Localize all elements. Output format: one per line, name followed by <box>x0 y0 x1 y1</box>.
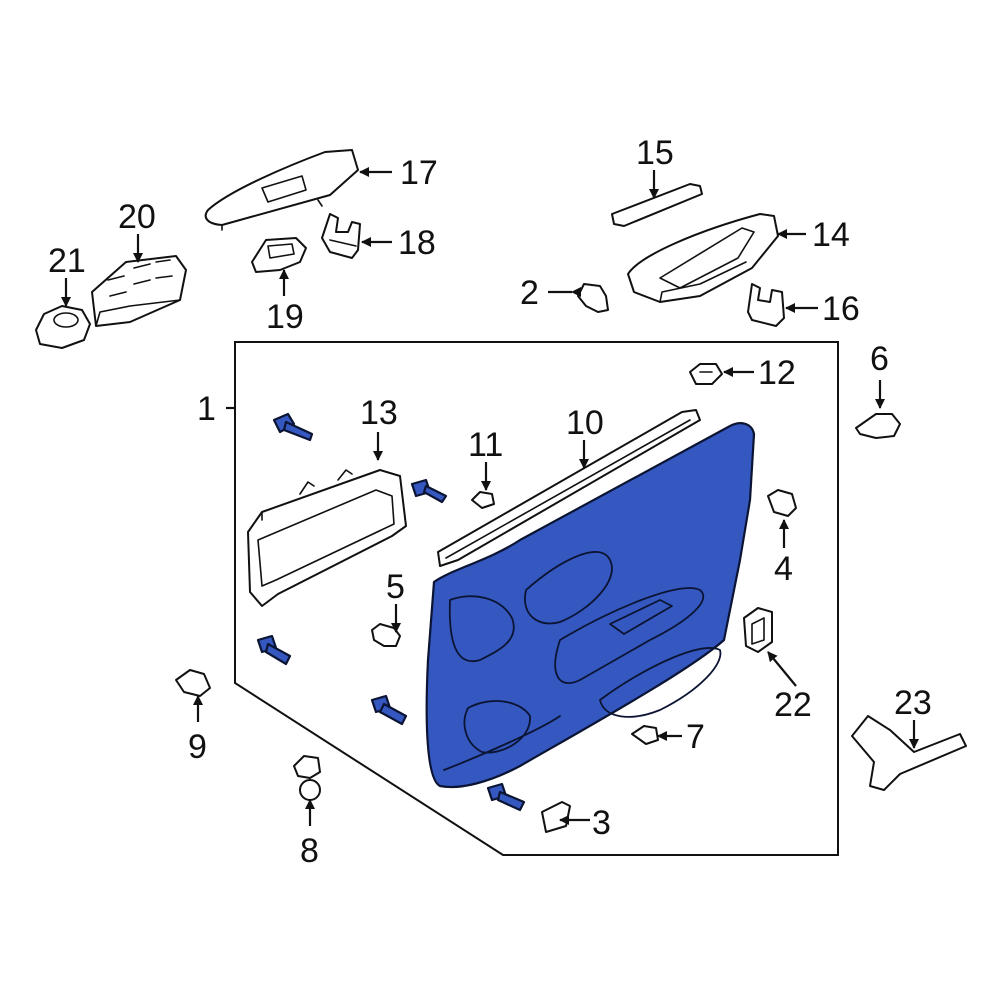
callout-labels: 1 2 3 4 5 6 7 8 9 10 11 12 13 14 15 16 1… <box>48 134 932 870</box>
callout-16: 16 <box>822 290 860 328</box>
assembly-boundary <box>234 341 839 856</box>
part-clip-12[interactable] <box>689 363 723 385</box>
callout-21: 21 <box>48 242 86 280</box>
callout-5: 5 <box>386 568 405 606</box>
part-door-trim-panel-1[interactable] <box>425 422 756 789</box>
callout-15: 15 <box>636 134 674 172</box>
callout-11: 11 <box>468 426 503 464</box>
part-switch-22[interactable] <box>743 607 773 653</box>
part-trim-strip-15[interactable] <box>611 183 703 227</box>
part-clip-9[interactable] <box>175 669 211 697</box>
callout-19: 19 <box>266 298 304 336</box>
callout-10: 10 <box>566 404 604 442</box>
callout-22: 22 <box>774 686 812 724</box>
callout-23: 23 <box>894 684 932 722</box>
callout-2: 2 <box>520 274 539 312</box>
part-clip-8[interactable] <box>293 755 321 801</box>
part-handle-23[interactable] <box>851 715 967 791</box>
callout-6: 6 <box>870 340 889 378</box>
part-weatherstrip-10[interactable] <box>437 409 701 567</box>
part-clip-6[interactable] <box>855 413 901 439</box>
part-pocket-13[interactable] <box>247 469 407 607</box>
callout-13: 13 <box>360 394 398 432</box>
part-clip-2[interactable] <box>577 283 609 313</box>
screw-center-bottom[interactable] <box>370 694 408 726</box>
part-switch-21[interactable] <box>35 305 91 349</box>
part-switch-panel-upper[interactable] <box>204 149 359 231</box>
callout-20: 20 <box>118 198 156 236</box>
part-clip-7[interactable] <box>631 725 659 745</box>
screw-center-top[interactable] <box>410 478 448 504</box>
part-bracket-3[interactable] <box>541 801 571 833</box>
callout-8: 8 <box>300 832 319 870</box>
callout-9: 9 <box>188 728 207 766</box>
part-bracket-16[interactable] <box>747 283 785 327</box>
screw-lower-right[interactable] <box>486 782 526 812</box>
leader-lines <box>61 167 919 826</box>
callout-14: 14 <box>812 216 850 254</box>
part-window-switch-20[interactable] <box>91 255 187 327</box>
part-clip-19[interactable] <box>251 237 307 273</box>
callout-1: 1 <box>197 390 216 428</box>
part-clip-11[interactable] <box>471 491 495 509</box>
callout-7: 7 <box>686 718 705 756</box>
callout-12: 12 <box>758 354 796 392</box>
part-bracket-18[interactable] <box>321 213 361 259</box>
part-armrest-14[interactable] <box>627 213 779 303</box>
callout-18: 18 <box>398 224 436 262</box>
callout-4: 4 <box>774 550 793 588</box>
callout-17: 17 <box>400 154 438 192</box>
callout-3: 3 <box>592 804 611 842</box>
screw-left-bottom[interactable] <box>256 634 292 666</box>
screw-left-top[interactable] <box>272 412 314 442</box>
part-clip-4[interactable] <box>767 489 797 517</box>
